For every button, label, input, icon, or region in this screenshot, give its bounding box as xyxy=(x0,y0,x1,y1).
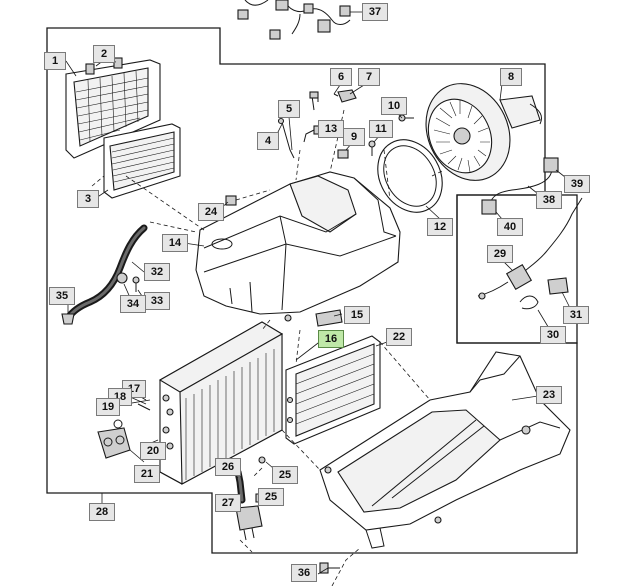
filter-cover-grille xyxy=(65,59,161,159)
callout-37[interactable]: 37 xyxy=(362,3,388,21)
retaining-clips xyxy=(85,57,123,75)
callout-25-upper[interactable]: 25 xyxy=(272,466,298,484)
upper-housing xyxy=(195,171,401,315)
callout-12[interactable]: 12 xyxy=(427,218,453,236)
callout-40[interactable]: 40 xyxy=(497,218,523,236)
callout-34[interactable]: 34 xyxy=(120,295,146,313)
callout-32[interactable]: 32 xyxy=(144,263,170,281)
callout-19[interactable]: 19 xyxy=(96,398,120,416)
callout-28[interactable]: 28 xyxy=(89,503,115,521)
callout-27[interactable]: 27 xyxy=(215,494,241,512)
callout-25-lower[interactable]: 25 xyxy=(258,488,284,506)
callout-33[interactable]: 33 xyxy=(144,292,170,310)
callout-21[interactable]: 21 xyxy=(134,465,160,483)
callout-4[interactable]: 4 xyxy=(257,132,279,150)
callout-23[interactable]: 23 xyxy=(536,386,562,404)
callout-14[interactable]: 14 xyxy=(162,234,188,252)
lower-housing xyxy=(319,351,571,549)
heater-core xyxy=(284,309,381,445)
callout-20[interactable]: 20 xyxy=(140,442,166,460)
blower-harness xyxy=(481,157,559,215)
harness-group-frame xyxy=(456,194,578,344)
callout-35[interactable]: 35 xyxy=(49,287,75,305)
drain-hose xyxy=(61,221,197,325)
callout-29[interactable]: 29 xyxy=(487,245,513,263)
callout-6[interactable]: 6 xyxy=(330,68,352,86)
callout-5[interactable]: 5 xyxy=(278,100,300,118)
callout-11[interactable]: 11 xyxy=(369,120,393,138)
callout-10[interactable]: 10 xyxy=(381,97,407,115)
callout-15[interactable]: 15 xyxy=(344,306,370,324)
blower-motor-fan xyxy=(425,83,543,181)
callout-24[interactable]: 24 xyxy=(198,203,224,221)
callout-16-highlighted[interactable]: 16 xyxy=(318,330,344,348)
callout-36[interactable]: 36 xyxy=(291,564,317,582)
callout-7[interactable]: 7 xyxy=(358,68,380,86)
callout-2[interactable]: 2 xyxy=(93,45,115,63)
callout-13[interactable]: 13 xyxy=(318,120,344,138)
bottom-fastener xyxy=(319,547,361,586)
callout-9[interactable]: 9 xyxy=(343,128,365,146)
top-wiring-harness xyxy=(237,0,351,40)
callout-26[interactable]: 26 xyxy=(215,458,241,476)
callout-1[interactable]: 1 xyxy=(44,52,66,70)
callout-31[interactable]: 31 xyxy=(563,306,589,324)
resistor-harness xyxy=(477,197,583,310)
evaporator-core xyxy=(97,321,284,485)
callout-38[interactable]: 38 xyxy=(536,191,562,209)
callout-3[interactable]: 3 xyxy=(77,190,99,208)
callout-8[interactable]: 8 xyxy=(500,68,522,86)
callout-22[interactable]: 22 xyxy=(386,328,412,346)
callout-39[interactable]: 39 xyxy=(564,175,590,193)
air-filter-element xyxy=(103,123,181,199)
housing-clip-panel xyxy=(225,189,271,206)
callout-30[interactable]: 30 xyxy=(540,326,566,344)
